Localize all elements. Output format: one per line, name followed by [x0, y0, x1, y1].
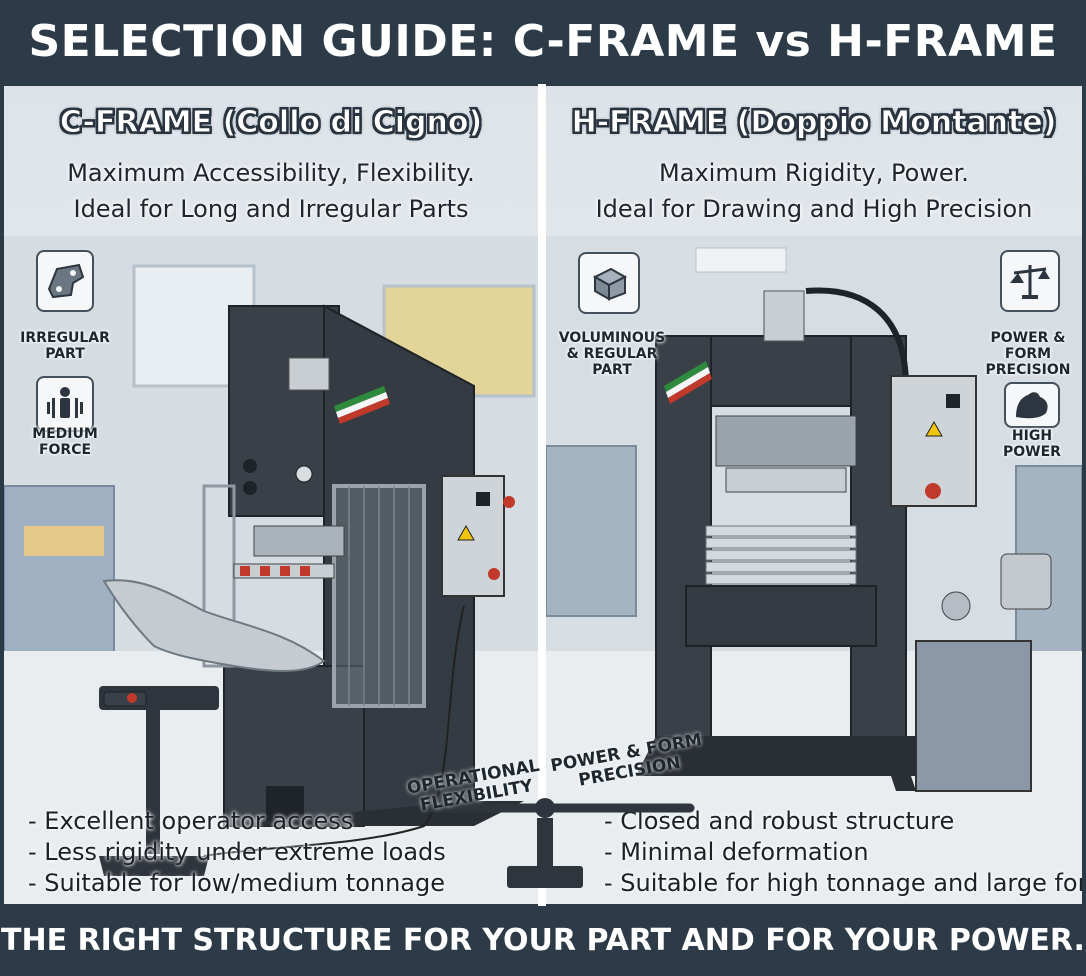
- c-frame-subtitle-line2: Ideal for Long and Irregular Parts: [73, 195, 469, 223]
- list-item: - Suitable for high tonnage and large fo…: [604, 869, 1082, 897]
- c-frame-subtitle-line1: Maximum Accessibility, Flexibility.: [67, 159, 475, 187]
- c-frame-press-illustration: [4, 236, 538, 904]
- page-title: SELECTION GUIDE: C-FRAME vs H-FRAME: [0, 0, 1086, 84]
- c-frame-panel: C-FRAME (Collo di Cigno) Maximum Accessi…: [4, 86, 538, 904]
- h-frame-panel: H-FRAME (Doppio Montante) Maximum Rigidi…: [546, 86, 1082, 904]
- voluminous-part-icon: [578, 252, 640, 314]
- medium-force-icon: [36, 376, 94, 432]
- h-frame-title: H-FRAME (Doppio Montante): [571, 105, 1057, 140]
- h-frame-bullets: - Closed and robust structure - Minimal …: [604, 806, 1082, 899]
- strong-arm-icon: [1004, 382, 1060, 428]
- list-item: - Excellent operator access: [28, 807, 354, 835]
- c-frame-title: C-FRAME (Collo di Cigno): [59, 105, 483, 140]
- list-item: - Minimal deformation: [604, 838, 869, 866]
- scale-icon: [1000, 250, 1060, 312]
- h-frame-subtitle-line1: Maximum Rigidity, Power.: [659, 159, 969, 187]
- panel-divider: [538, 84, 546, 906]
- c-frame-bullets: - Excellent operator access - Less rigid…: [28, 806, 446, 899]
- list-item: - Suitable for low/medium tonnage: [28, 869, 445, 897]
- irregular-part-icon: [36, 250, 94, 312]
- footer-banner: THE RIGHT STRUCTURE FOR YOUR PART AND FO…: [0, 906, 1086, 976]
- list-item: - Less rigidity under extreme loads: [28, 838, 446, 866]
- h-frame-press-illustration: [546, 236, 1082, 904]
- h-frame-subtitle-line2: Ideal for Drawing and High Precision: [595, 195, 1033, 223]
- balance-scale-icon: [425, 798, 695, 888]
